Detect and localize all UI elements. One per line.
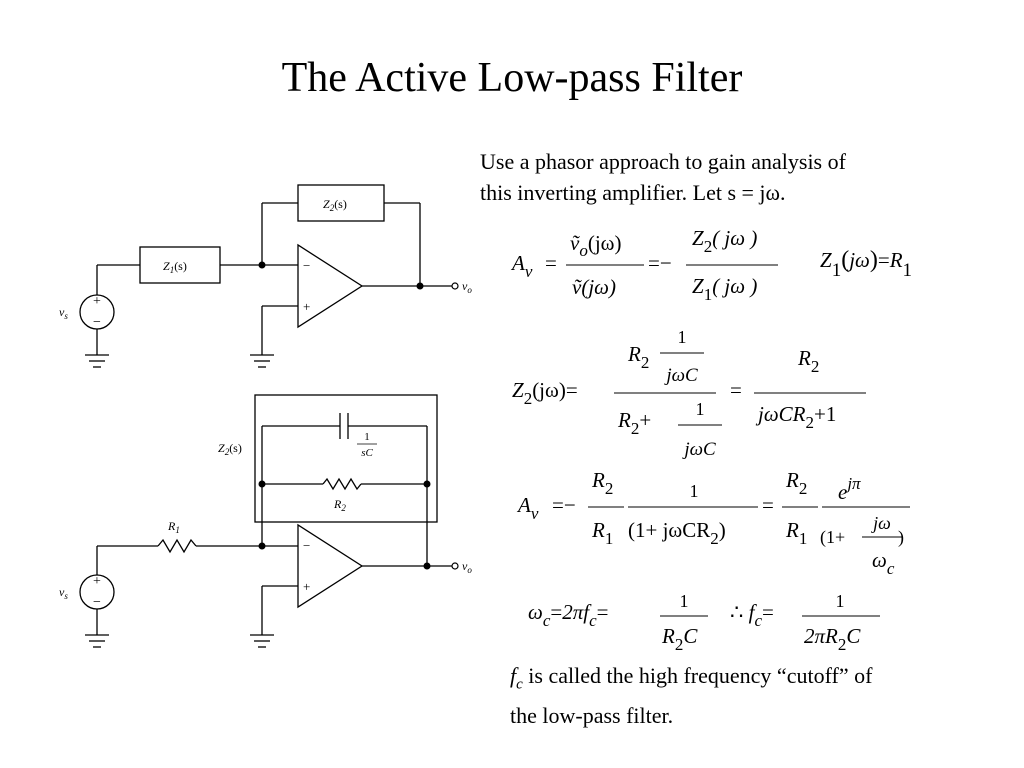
svg-text:=: = bbox=[762, 493, 774, 517]
opamp-bottom-minus: − bbox=[303, 538, 310, 553]
svg-text:=−: =− bbox=[648, 251, 672, 275]
svg-text:1: 1 bbox=[680, 591, 689, 611]
equations-panel: Av = ṽo(jω) ṽ(jω) =− Z2( jω ) Z1( jω ) Z… bbox=[510, 226, 912, 654]
circuit-bottom-diagram: + − − + vs vo R1 R2 Z2(s) 1 sC bbox=[59, 394, 472, 648]
slide-title: The Active Low-pass Filter bbox=[281, 55, 743, 101]
circuit-top-diagram: + − − + vs vo Z1(s) Z2(s) bbox=[59, 184, 472, 368]
output-top-label: vo bbox=[462, 279, 472, 295]
z1-top-label: Z1(s) bbox=[163, 259, 187, 275]
opamp-bottom-plus: + bbox=[303, 579, 310, 594]
svg-text:R2+: R2+ bbox=[617, 408, 651, 438]
svg-text:Z1( jω ): Z1( jω ) bbox=[692, 274, 757, 304]
svg-text:Z2(jω)=: Z2(jω)= bbox=[512, 378, 578, 408]
footnote-line-1: fc is called the high frequency “cutoff”… bbox=[510, 660, 1010, 700]
svg-text:R2: R2 bbox=[627, 342, 649, 372]
r2-resistor bbox=[322, 477, 362, 491]
svg-text:ṽ(jω): ṽ(jω) bbox=[572, 275, 616, 299]
svg-text:R2: R2 bbox=[591, 468, 613, 498]
intro-line-1: Use a phasor approach to gain analysis o… bbox=[480, 149, 846, 174]
r1-label: R1 bbox=[167, 519, 180, 535]
z2-bottom-label: Z2(s) bbox=[218, 441, 242, 457]
svg-text:R2: R2 bbox=[797, 346, 819, 376]
opamp-top-plus: + bbox=[303, 299, 310, 314]
intro-text: Use a phasor approach to gain analysis o… bbox=[480, 146, 1000, 208]
svg-text:1: 1 bbox=[696, 399, 705, 419]
svg-text:jωCR2+1: jωCR2+1 bbox=[755, 402, 836, 432]
svg-text:R1: R1 bbox=[591, 518, 613, 548]
r2-label: R2 bbox=[333, 497, 346, 513]
svg-text:Z2( jω ): Z2( jω ) bbox=[692, 226, 757, 256]
eq1-gain: Av = ṽo(jω) ṽ(jω) =− Z2( jω ) Z1( jω ) bbox=[510, 226, 778, 304]
svg-text:=−: =− bbox=[552, 493, 576, 517]
svg-text:Z1(jω)=R1: Z1(jω)=R1 bbox=[820, 247, 912, 281]
svg-text:ωc=2πfc=: ωc=2πfc= bbox=[528, 600, 608, 630]
svg-text:R1: R1 bbox=[785, 518, 807, 548]
svg-text:=: = bbox=[545, 251, 557, 275]
cap-label-num: 1 bbox=[364, 431, 370, 443]
opamp-top-minus: − bbox=[303, 258, 310, 273]
svg-text:jωC: jωC bbox=[663, 365, 698, 386]
fc-symbol: f bbox=[510, 663, 517, 688]
eq-z1: Z1(jω)=R1 bbox=[820, 247, 912, 281]
eq2-z2: Z2(jω)= R2 1 jωC R2+ 1 jωC = R2 jωCR2+1 bbox=[512, 327, 866, 460]
svg-text:ṽo(jω): ṽo(jω) bbox=[570, 231, 621, 260]
opamp-bottom bbox=[297, 523, 364, 609]
svg-text:1: 1 bbox=[678, 327, 687, 347]
output-bottom-label: vo bbox=[462, 559, 472, 575]
opamp-top bbox=[297, 243, 364, 329]
footnote-line-2: the low-pass filter. bbox=[510, 703, 674, 729]
svg-text:R2C: R2C bbox=[661, 624, 698, 654]
svg-text:ejπ: ejπ bbox=[838, 474, 861, 504]
cap-label-den: sC bbox=[361, 447, 373, 459]
source-bottom-plus: + bbox=[93, 574, 101, 589]
z2-bottom-box bbox=[254, 394, 438, 523]
svg-text:1: 1 bbox=[690, 481, 699, 501]
svg-text:(1+: (1+ bbox=[820, 527, 845, 548]
svg-text:R2: R2 bbox=[785, 468, 807, 498]
svg-text:ωc: ωc bbox=[872, 548, 895, 578]
fc-subscript: c bbox=[516, 676, 523, 693]
svg-text:jω: jω bbox=[871, 513, 891, 533]
source-top-minus: − bbox=[93, 315, 101, 330]
intro-line-2: this inverting amplifier. Let s = jω. bbox=[480, 180, 786, 205]
svg-text:jωC: jωC bbox=[681, 439, 716, 460]
eq3-gain-result: Av =− R2 R1 1 (1+ jωCR2) = R2 R1 ejπ (1+… bbox=[516, 468, 910, 578]
svg-text:): ) bbox=[898, 527, 904, 548]
svg-text:Av: Av bbox=[510, 251, 533, 281]
svg-text:1: 1 bbox=[836, 591, 845, 611]
footnote-rest: is called the high frequency “cutoff” of bbox=[522, 663, 873, 688]
svg-text:=: = bbox=[730, 378, 742, 402]
source-top-label: vs bbox=[59, 305, 68, 321]
source-bottom-label: vs bbox=[59, 585, 68, 601]
source-top-plus: + bbox=[93, 294, 101, 309]
svg-text:∴ fc=: ∴ fc= bbox=[730, 600, 774, 630]
eq4-cutoff: ωc=2πfc= 1 R2C ∴ fc= 1 2πR2C bbox=[528, 591, 880, 654]
svg-text:Av: Av bbox=[516, 493, 539, 523]
svg-text:(1+ jωCR2): (1+ jωCR2) bbox=[628, 518, 726, 548]
source-bottom-minus: − bbox=[93, 595, 101, 610]
footnote-text: fc is called the high frequency “cutoff”… bbox=[510, 660, 1010, 731]
r1-resistor bbox=[157, 538, 197, 554]
svg-text:2πR2C: 2πR2C bbox=[804, 624, 861, 654]
z2-top-label: Z2(s) bbox=[323, 197, 347, 213]
